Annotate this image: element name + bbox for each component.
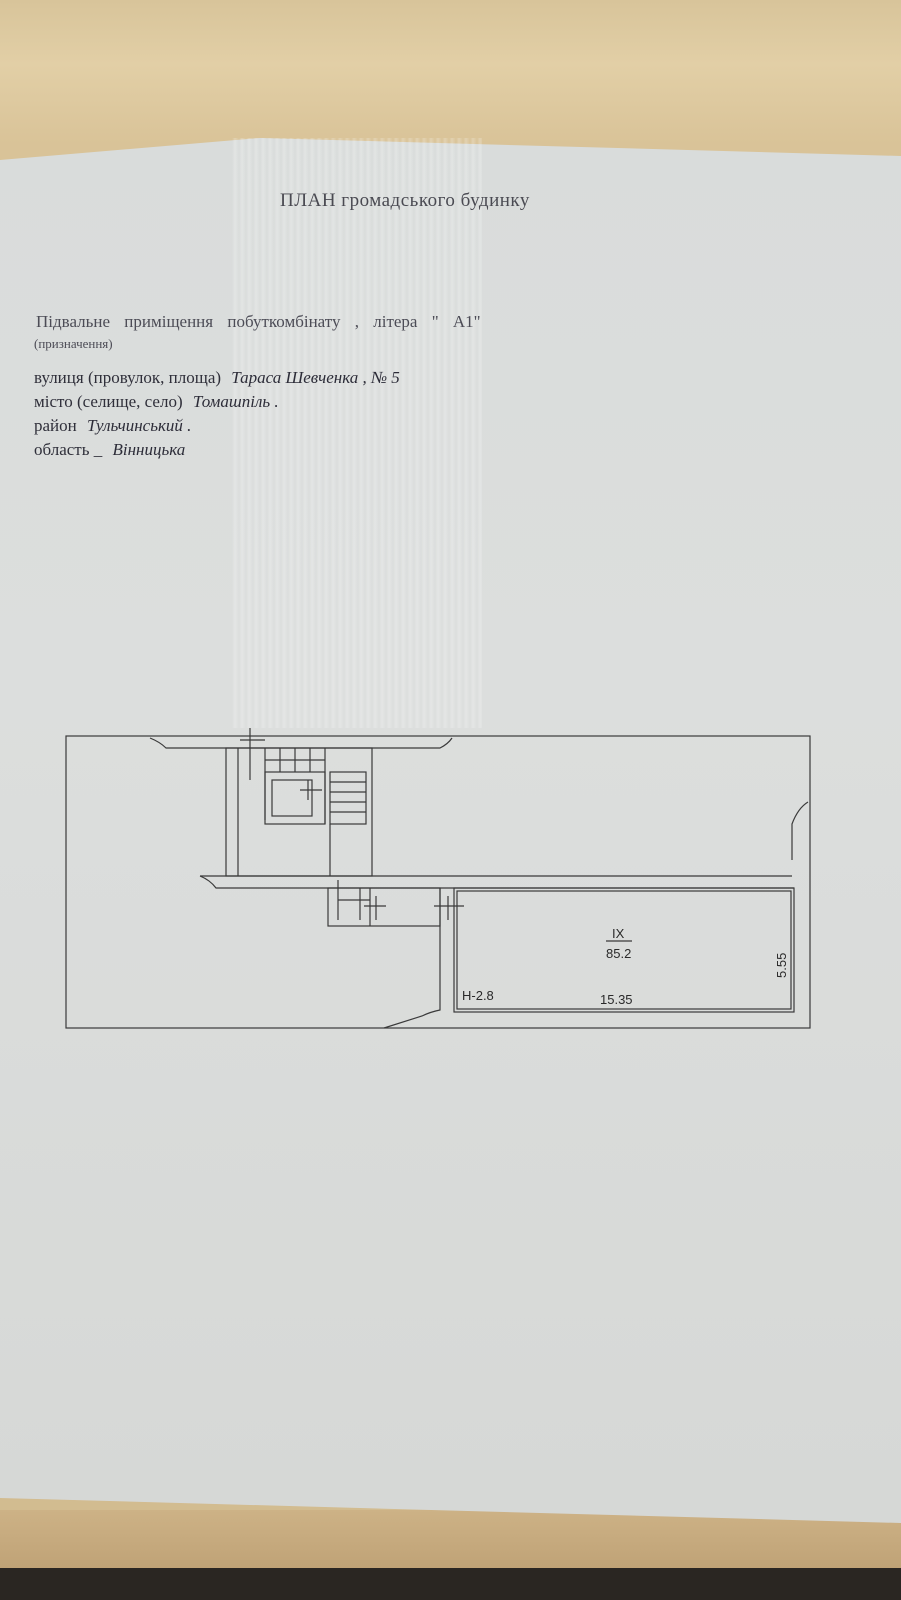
width-label: 5.55: [774, 953, 789, 978]
table-edge: [0, 1568, 901, 1600]
district-line: район Тульчинський .: [34, 416, 191, 436]
room-ix: [453, 887, 795, 1013]
city-value: Томашпіль .: [192, 392, 279, 411]
height-label: Н-2.8: [462, 988, 494, 1003]
length-label: 15.35: [600, 992, 633, 1007]
region-value: Вінницька: [112, 440, 186, 459]
outer-wall: [65, 735, 811, 1029]
street-value: Тараса Шевченка , № 5: [231, 368, 400, 387]
region-label: область _: [34, 440, 103, 459]
corridor-line-upper: [199, 875, 794, 889]
right-upper-wall: [791, 801, 809, 860]
purpose-text: Підвальне приміщення побуткомбінату , лі…: [36, 312, 481, 331]
district-label: район: [34, 416, 77, 435]
top-inner-wall: [149, 737, 453, 749]
stair-block: [225, 747, 373, 877]
print-streak: [232, 138, 482, 728]
street-label: вулиця (провулок, площа): [34, 368, 222, 387]
district-value: Тульчинський .: [87, 416, 192, 435]
city-label: місто (селище, село): [34, 392, 183, 411]
purpose-caption: (призначення): [34, 336, 113, 351]
street-line: вулиця (провулок, площа) Тараса Шевченка…: [34, 368, 400, 388]
floor-plan: IX 85.2 Н-2.8 15.35 5.55: [65, 728, 811, 1029]
room-number: IX: [612, 926, 625, 941]
document-title: ПЛАН громадського будинку: [280, 190, 530, 211]
table-surface-bottom: [0, 1510, 901, 1570]
left-room-wall: [383, 888, 441, 1029]
region-line: область _ Вінницька: [34, 440, 185, 460]
room-area: 85.2: [606, 946, 631, 961]
city-line: місто (селище, село) Томашпіль .: [34, 392, 279, 412]
document-sheet: [0, 138, 901, 1523]
